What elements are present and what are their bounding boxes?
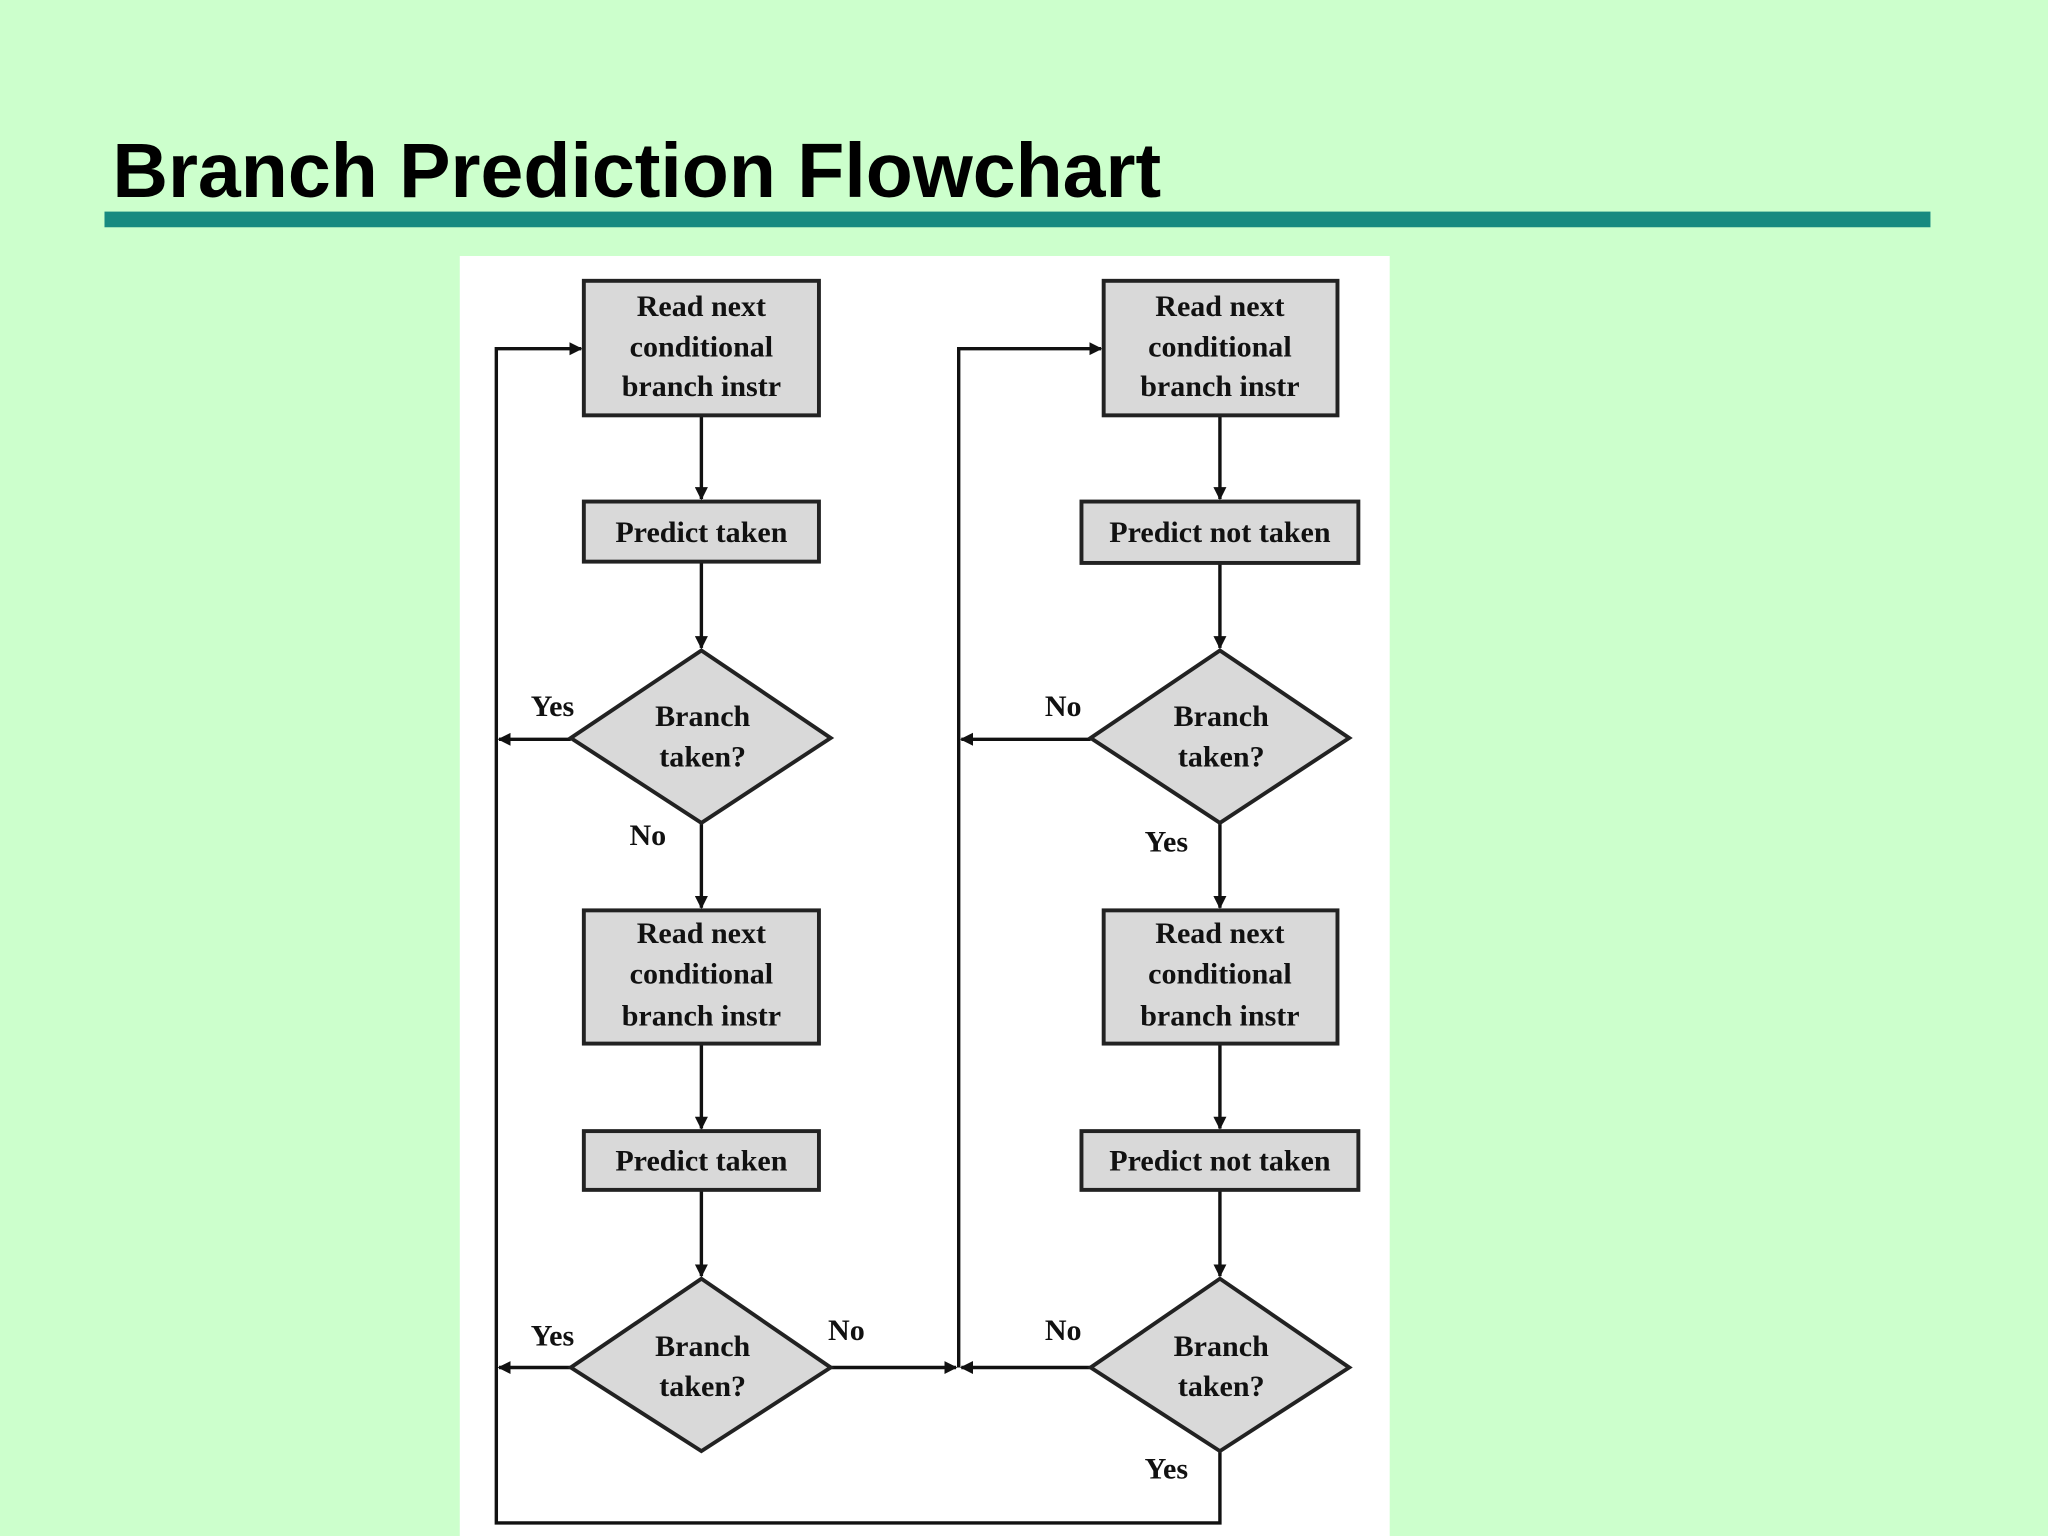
svg-text:Read next: Read next — [637, 917, 766, 950]
label-yes: Yes — [1145, 1453, 1188, 1486]
label-no: No — [828, 1314, 865, 1347]
svg-text:Predict taken: Predict taken — [615, 516, 787, 549]
svg-text:branch instr: branch instr — [1140, 370, 1299, 403]
svg-text:conditional: conditional — [630, 958, 774, 991]
label-yes: Yes — [531, 690, 574, 723]
label-yes: Yes — [531, 1319, 574, 1352]
svg-text:Read next: Read next — [1155, 290, 1284, 323]
title-rule — [104, 211, 1931, 228]
svg-text:branch instr: branch instr — [622, 999, 781, 1032]
svg-text:conditional: conditional — [1148, 331, 1292, 364]
svg-text:conditional: conditional — [630, 331, 774, 364]
connectors — [494, 342, 1227, 1525]
read-box-left-2: Read next conditional branch instr — [581, 908, 821, 1046]
svg-text:conditional: conditional — [1148, 958, 1292, 991]
svg-text:Branch: Branch — [655, 700, 750, 733]
label-no: No — [1045, 1314, 1082, 1347]
svg-text:taken?: taken? — [659, 741, 746, 774]
svg-text:Branch: Branch — [1174, 1330, 1269, 1363]
svg-text:Predict not taken: Predict not taken — [1109, 1144, 1331, 1177]
svg-text:Predict not taken: Predict not taken — [1109, 516, 1331, 549]
predict-not-taken-box-2: Predict not taken — [1079, 1129, 1361, 1192]
svg-text:Read next: Read next — [1155, 917, 1284, 950]
read-box-right-2: Read next conditional branch instr — [1101, 908, 1340, 1046]
read-box-right-1: Read next conditional branch instr — [1101, 278, 1340, 418]
svg-text:branch instr: branch instr — [1140, 999, 1299, 1032]
label-no: No — [629, 819, 666, 852]
svg-text:Predict taken: Predict taken — [615, 1144, 787, 1177]
page-title: Branch Prediction Flowchart — [112, 128, 1161, 214]
svg-text:Read next: Read next — [637, 290, 766, 323]
predict-taken-box-1: Predict taken — [581, 499, 821, 564]
decision-left-1: Branch taken? — [567, 648, 835, 826]
predict-taken-box-2: Predict taken — [581, 1129, 821, 1192]
svg-text:branch instr: branch instr — [622, 370, 781, 403]
decision-right-2: Branch taken? — [1087, 1276, 1353, 1454]
svg-text:taken?: taken? — [1178, 741, 1265, 774]
svg-text:Branch: Branch — [1174, 700, 1269, 733]
read-box-left-1: Read next conditional branch instr — [581, 278, 821, 418]
decision-left-2: Branch taken? — [567, 1276, 835, 1454]
svg-text:taken?: taken? — [659, 1370, 746, 1403]
label-no: No — [1045, 690, 1082, 723]
decision-right-1: Branch taken? — [1087, 648, 1353, 826]
svg-text:taken?: taken? — [1178, 1370, 1265, 1403]
label-yes: Yes — [1145, 826, 1188, 859]
svg-text:Branch: Branch — [655, 1330, 750, 1363]
predict-not-taken-box-1: Predict not taken — [1079, 499, 1361, 565]
